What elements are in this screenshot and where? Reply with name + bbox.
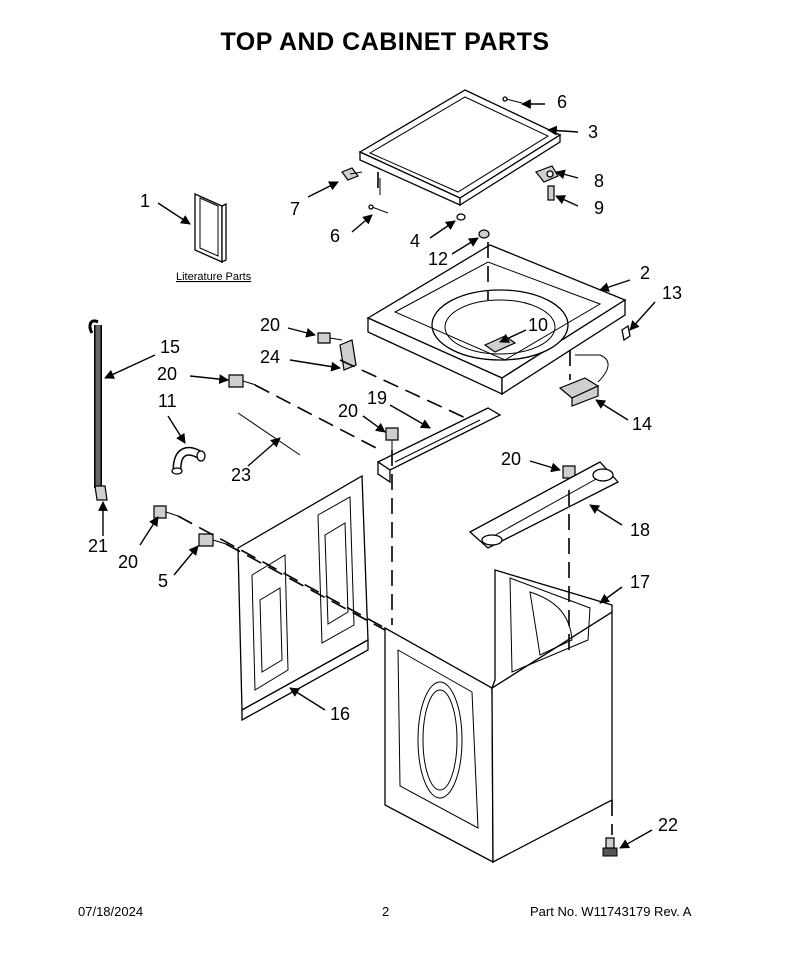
leader-lines	[98, 99, 656, 849]
callout-11: 11	[158, 391, 177, 411]
clip-13	[621, 324, 631, 342]
rear-panel-part	[237, 474, 369, 722]
screw-9	[547, 185, 555, 201]
callout-3: 3	[588, 122, 598, 142]
hinge-bracket-8	[535, 165, 559, 183]
callout-20-a: 20	[260, 315, 280, 335]
screw-5	[198, 533, 227, 547]
callout-4: 4	[410, 231, 420, 251]
callout-10: 10	[528, 315, 548, 335]
callout-16: 16	[330, 704, 350, 724]
callout-6-bottom: 6	[330, 226, 340, 246]
callout-23: 23	[231, 465, 251, 485]
leveling-leg-22	[602, 837, 618, 857]
footer-date: 07/18/2024	[78, 904, 144, 919]
screw-20-c	[385, 427, 399, 450]
callout-8: 8	[594, 171, 604, 191]
lid-part	[358, 89, 562, 207]
callout-22: 22	[658, 815, 678, 835]
hinge-pin-upper	[502, 96, 523, 104]
bumper-4	[456, 213, 466, 221]
hinge-pin-lower	[368, 204, 389, 214]
literature-booklet	[194, 192, 227, 264]
screw-20-e	[153, 505, 179, 519]
callout-13: 13	[662, 283, 682, 303]
callout-20-d: 20	[501, 449, 521, 469]
callout-20-c: 20	[338, 401, 358, 421]
callout-1: 1	[140, 191, 150, 211]
callout-5: 5	[158, 571, 168, 591]
screw-7	[341, 167, 363, 181]
callout-6-top: 6	[557, 92, 567, 112]
top-panel-part	[366, 244, 627, 396]
callout-21: 21	[88, 536, 108, 556]
assembly-lines	[177, 172, 613, 835]
callout-2: 2	[640, 263, 650, 283]
callout-20-e: 20	[118, 552, 138, 572]
callout-labels: 1 Literature Parts 6 3 8 9 7 6 4 12 2 13…	[88, 92, 682, 835]
callout-12: 12	[428, 249, 448, 269]
drain-hose-part	[88, 319, 108, 501]
callout-7: 7	[290, 199, 300, 219]
callout-24: 24	[260, 347, 280, 367]
callout-18: 18	[630, 520, 650, 540]
screw-20-b	[228, 374, 257, 388]
bumper-12	[478, 229, 490, 239]
lid-switch-part	[558, 354, 609, 407]
callout-9: 9	[594, 198, 604, 218]
wire-part	[237, 412, 301, 456]
footer-page-number: 2	[382, 904, 390, 919]
rear-bracket-18	[468, 461, 620, 549]
footer-part-number: Part No. W11743179 Rev. A	[530, 904, 692, 919]
screw-20-a	[317, 332, 343, 344]
callout-19: 19	[367, 388, 387, 408]
callout-14: 14	[632, 414, 652, 434]
callout-17: 17	[630, 572, 650, 592]
literature-parts-label: Literature Parts	[176, 271, 252, 283]
callout-20-b: 20	[157, 364, 177, 384]
page-title: TOP AND CABINET PARTS	[220, 28, 550, 56]
front-bracket-19	[376, 407, 502, 484]
callout-15: 15	[160, 337, 180, 357]
cabinet-part	[384, 569, 613, 864]
hose-guide-part	[171, 446, 206, 475]
